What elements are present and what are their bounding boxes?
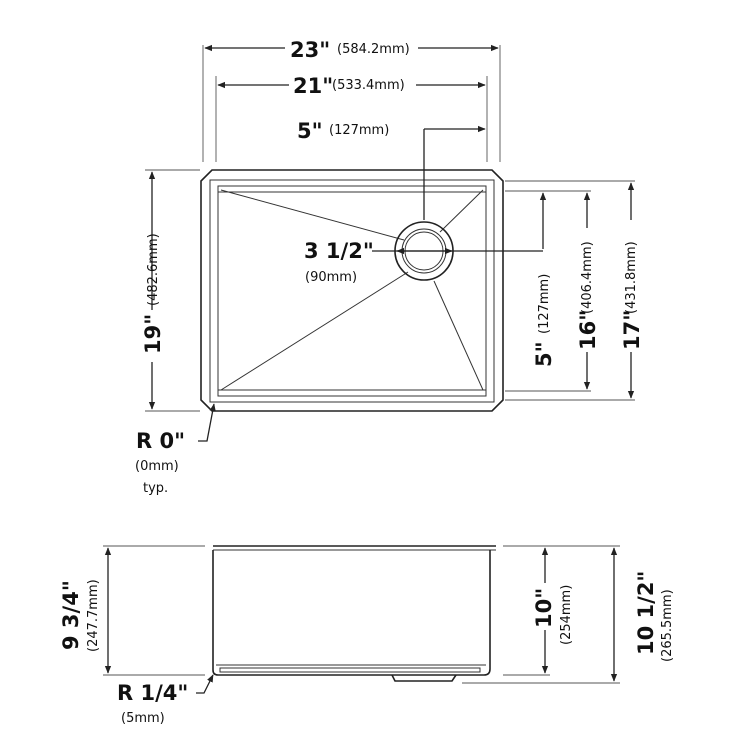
label-overall-height-inch: 9 3/4" (59, 580, 83, 650)
label-inner-depth-inch: 16" (576, 310, 600, 350)
label-overall-width-mm: (584.2mm) (337, 42, 410, 57)
label-inner-width-mm: (533.4mm) (332, 78, 405, 93)
label-drain-offset-v-inch: 5" (532, 341, 556, 367)
bowl-floor (217, 185, 487, 397)
label-bowl-depth-inch: 10" (532, 588, 556, 628)
label-corner-radius-mm: (0mm) (135, 459, 179, 474)
top-view: 23" (584.2mm) 21" (533.4mm) 5" (127mm) 3… (135, 38, 644, 496)
sink-outer-outline (200, 169, 504, 412)
drain-outlet (391, 674, 457, 682)
slope-line (439, 189, 484, 233)
slope-line (220, 271, 409, 391)
sink-side-profile (212, 550, 491, 676)
label-inner-width-inch: 21" (293, 74, 333, 98)
label-drain-size-inch: 3 1/2" (304, 239, 374, 263)
label-total-height-inch: 10 1/2" (634, 571, 658, 655)
label-drain-offset-h-inch: 5" (297, 119, 323, 143)
label-overall-height-mm: (247.7mm) (86, 579, 101, 652)
slope-line (433, 280, 484, 391)
label-corner-radius-note: typ. (143, 481, 168, 496)
leader-corner-radius (198, 403, 216, 442)
label-bottom-radius-mm: (5mm) (121, 711, 165, 726)
side-view: 9 3/4" (247.7mm) 10" (254mm) 10 1/2" (26… (59, 545, 675, 726)
label-bottom-radius-inch: R 1/4" (117, 681, 188, 705)
label-outer-depth-mm: (431.8mm) (624, 241, 639, 314)
leader-bottom-radius (196, 674, 214, 694)
label-total-height-mm: (265.5mm) (660, 589, 675, 662)
sink-inner-outline (209, 179, 495, 403)
slope-line (220, 189, 405, 241)
label-overall-depth-inch: 19" (141, 314, 165, 354)
label-bowl-depth-mm: (254mm) (559, 585, 574, 645)
label-drain-size-mm: (90mm) (305, 270, 357, 285)
label-overall-depth-mm: (482.6mm) (146, 233, 161, 306)
label-drain-offset-v-mm: (127mm) (537, 274, 552, 334)
label-outer-depth-inch: 17" (620, 310, 644, 350)
label-drain-offset-h-mm: (127mm) (329, 123, 389, 138)
label-corner-radius-inch: R 0" (136, 429, 185, 453)
label-inner-depth-mm: (406.4mm) (580, 241, 595, 314)
label-overall-width-inch: 23" (290, 38, 330, 62)
